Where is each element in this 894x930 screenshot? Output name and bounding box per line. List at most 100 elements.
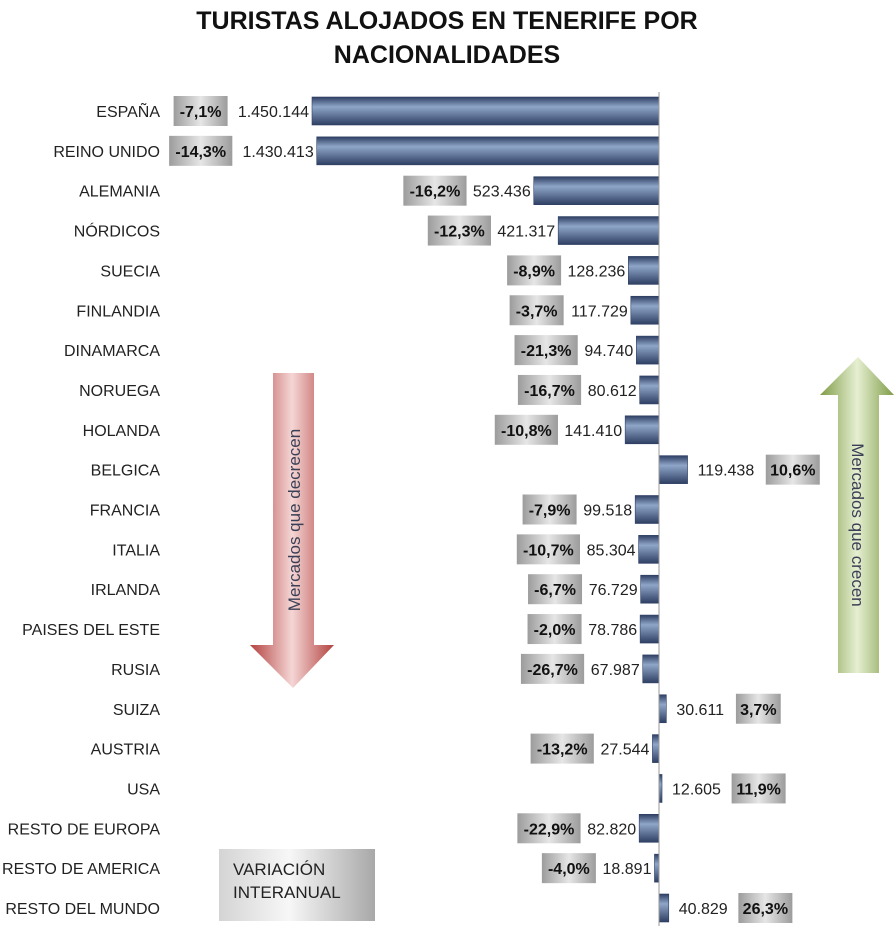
value-label-suecia: 128.236 (567, 263, 625, 280)
bar-alemania (533, 176, 660, 205)
variation-label-finlandia: -3,7% (516, 303, 558, 320)
variation-label-n-rdicos: -12,3% (434, 224, 485, 241)
variation-badge-n-rdicos (427, 215, 491, 246)
bar-resto-del-mundo (658, 893, 670, 923)
variation-label-dinamarca: -21,3% (521, 343, 572, 360)
variation-label-paises-del-este: -2,0% (534, 622, 576, 639)
category-label-rusia: RUSIA (111, 662, 160, 679)
value-label-noruega: 80.612 (588, 383, 637, 400)
value-label-austria: 27.544 (600, 742, 649, 759)
legend-line-1: VARIACIÓN (233, 860, 326, 879)
direction-arrows: Mercados que decrecen Mercados que crece… (250, 357, 894, 688)
value-label-francia: 99.518 (583, 503, 632, 520)
variation-badge-irlanda (528, 574, 583, 605)
category-label-noruega: NORUEGA (79, 383, 160, 400)
value-label-reino-unido: 1.430.413 (243, 144, 314, 161)
value-label-resto-de-europa: 82.820 (587, 821, 636, 838)
variation-label-usa: 11,9% (736, 781, 780, 798)
category-label-usa: USA (127, 781, 160, 798)
value-label-italia: 85.304 (587, 542, 636, 559)
variation-label-francia: -7,9% (529, 503, 571, 520)
variation-badge-espa-a (173, 96, 228, 126)
bar-italia (638, 535, 660, 564)
bar-reino-unido (316, 136, 660, 166)
value-label-resto-del-mundo: 40.829 (679, 901, 728, 918)
value-label-dinamarca: 94.740 (584, 343, 633, 360)
legend-line-2: INTERANUAL (233, 883, 341, 902)
variation-label-resto-de-america: -4,0% (548, 861, 590, 878)
category-label-italia: ITALIA (112, 542, 160, 559)
bar-dinamarca (636, 335, 660, 365)
variation-badge-dinamarca (514, 335, 578, 366)
category-label-resto-de-europa: RESTO DE EUROPA (8, 821, 161, 838)
category-label-alemania: ALEMANIA (79, 184, 160, 201)
bar-paises-del-este (639, 614, 660, 644)
variation-label-resto-de-europa: -22,9% (524, 821, 575, 838)
category-label-paises-del-este: PAISES DEL ESTE (22, 622, 160, 639)
variation-label-belgica: 10,6% (770, 463, 815, 480)
variation-badge-noruega (517, 374, 582, 405)
variation-label-resto-del-mundo: 26,3% (743, 901, 788, 918)
value-label-suiza: 30.611 (676, 702, 724, 719)
variation-label-reino-unido: -14,3% (175, 144, 226, 161)
category-label-suiza: SUIZA (113, 702, 160, 719)
variation-badge-resto-del-mundo (738, 893, 793, 923)
bar-rusia (642, 654, 660, 684)
value-label-irlanda: 76.729 (589, 582, 638, 599)
value-label-paises-del-este: 78.786 (588, 622, 637, 639)
variation-badge-italia (516, 534, 580, 565)
category-label-reino-unido: REINO UNIDO (53, 144, 160, 161)
category-label-resto-del-mundo: RESTO DEL MUNDO (5, 901, 160, 918)
bar-suiza (658, 694, 667, 724)
value-label-holanda: 141.410 (564, 423, 622, 440)
bar-irlanda (640, 574, 660, 604)
category-label-n-rdicos: NÓRDICOS (74, 222, 160, 241)
variation-label-alemania: -16,2% (410, 184, 461, 201)
variation-label-suecia: -8,9% (513, 263, 555, 280)
value-label-belgica: 119.438 (698, 463, 755, 480)
variation-label-italia: -10,7% (523, 542, 574, 559)
variation-label-austria: -13,2% (537, 742, 588, 759)
decrease-arrow (250, 373, 334, 688)
bar-espa-a (311, 96, 660, 126)
chart-title-line-2: NACIONALIDADES (333, 41, 561, 69)
chart-title: TURISTAS ALOJADOS EN TENERIFE POR NACION… (0, 4, 894, 72)
variation-badge-resto-de-europa (517, 813, 581, 844)
variation-badge-austria (530, 733, 594, 764)
increase-arrow-label: Mercados que crecen (848, 443, 867, 606)
variation-label-suiza: 3,7% (740, 702, 776, 719)
bar-holanda (624, 415, 660, 445)
category-label-austria: AUSTRIA (91, 742, 161, 759)
variation-badge-francia (522, 494, 577, 525)
decrease-arrow-label: Mercados que decrecen (285, 429, 304, 611)
variation-badge-belgica (765, 454, 820, 485)
increase-arrow (820, 357, 894, 673)
bar-austria (652, 734, 660, 763)
variation-label-irlanda: -6,7% (534, 582, 576, 599)
variation-label-holanda: -10,8% (501, 423, 552, 440)
value-label-espa-a: 1.450.144 (238, 104, 309, 121)
value-label-finlandia: 117.729 (571, 303, 628, 320)
category-label-dinamarca: DINAMARCA (64, 343, 160, 360)
value-label-rusia: 67.987 (591, 662, 640, 679)
variation-badge-suiza (735, 693, 781, 724)
value-label-usa: 12.605 (672, 781, 721, 798)
variation-badge-suecia (507, 255, 562, 286)
value-label-resto-de-america: 18.891 (603, 861, 652, 878)
bar-resto-de-america (654, 853, 660, 883)
category-label-resto-de-america: RESTO DE AMERICA (2, 861, 160, 878)
variation-badge-reino-unido (169, 135, 233, 166)
variation-badge-alemania (403, 175, 467, 206)
bar-belgica (658, 455, 688, 484)
category-label-holanda: HOLANDA (83, 423, 161, 440)
variation-badge-paises-del-este (527, 614, 582, 645)
bar-resto-de-europa (638, 813, 660, 843)
bar-suecia (628, 256, 660, 285)
bars-layer (311, 96, 688, 923)
category-label-irlanda: IRLANDA (91, 582, 161, 599)
variation-badge-rusia (520, 653, 585, 684)
value-label-n-rdicos: 421.317 (497, 224, 555, 241)
chart-title-line-1: TURISTAS ALOJADOS EN TENERIFE POR (196, 7, 698, 35)
